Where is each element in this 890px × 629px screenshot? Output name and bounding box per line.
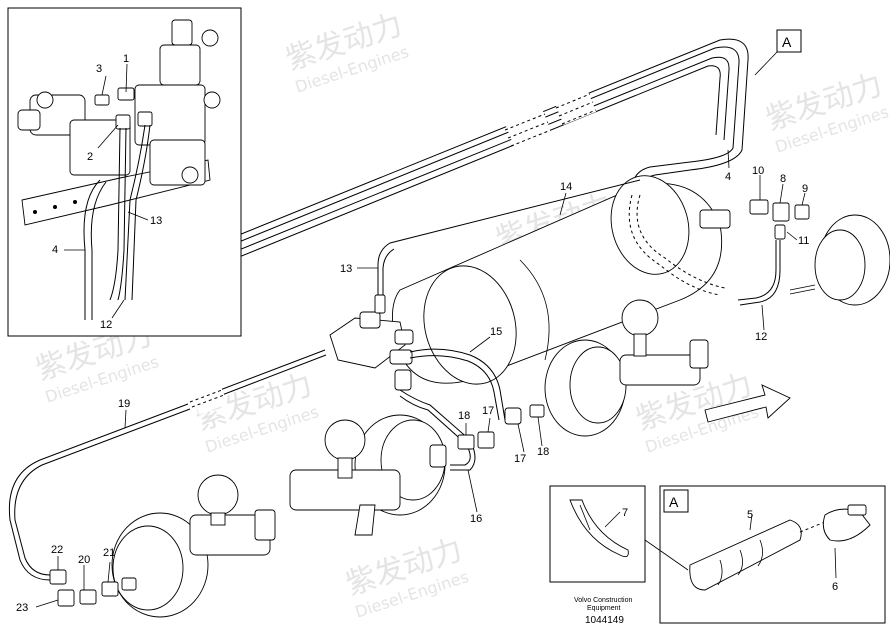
part-label-17: 17: [482, 405, 494, 417]
part-label-3: 3: [96, 63, 102, 75]
part-labels: 1 2 3 4 4 5 6 7 8 9 10 11 12 12 13 13 14…: [16, 53, 838, 614]
protection-valve: [329, 179, 641, 391]
part-label-2: 2: [87, 151, 93, 163]
part-label-16: 16: [470, 513, 482, 525]
part-label-7: 7: [622, 507, 628, 519]
part-label-4: 4: [725, 171, 731, 183]
air-tank: [391, 175, 731, 385]
detail-callout-a: A: [754, 29, 802, 76]
part-label-23: 23: [16, 602, 28, 614]
watermark: 紫发动力 Diesel-Engines: [192, 367, 321, 456]
part-label-12: 12: [100, 319, 112, 331]
document-number: 1044149: [585, 615, 624, 626]
pipes-lower: [8, 348, 545, 607]
part-label-18: 18: [537, 446, 549, 458]
caption-line-2: Equipment: [587, 605, 621, 612]
part-label-17: 17: [514, 453, 526, 465]
part-label-12: 12: [755, 331, 767, 343]
part-label-5: 5: [747, 509, 753, 521]
part-label-13: 13: [340, 263, 352, 275]
part-label-9: 9: [802, 183, 808, 195]
inset-detail-a: A: [549, 485, 886, 624]
part-label-4: 4: [52, 244, 58, 256]
direction-arrow: [704, 384, 791, 423]
part-label-18: 18: [458, 410, 470, 422]
watermark: 紫发动力 Diesel-Engines: [282, 7, 411, 96]
callout-letter: A: [782, 34, 792, 50]
part-label-1: 1: [123, 53, 129, 65]
brake-chamber-left: [111, 474, 276, 618]
watermark: 紫发动力 Diesel-Engines: [762, 67, 890, 156]
part-label-8: 8: [780, 173, 786, 185]
inset-callout-letter: A: [669, 494, 679, 510]
caption-line-1: Volvo Construction: [574, 597, 632, 604]
brake-chamber-mid-right: [544, 299, 709, 437]
leader-lines: [35, 63, 837, 608]
part-label-15: 15: [490, 326, 502, 338]
part-label-11: 11: [798, 235, 809, 247]
watermark: 紫发动力 Diesel-Engines: [342, 532, 471, 621]
inset-valve-detail: [7, 7, 242, 337]
part-label-21: 21: [103, 547, 115, 559]
part-label-14: 14: [560, 181, 572, 193]
document-caption: Volvo Construction Equipment 1044149: [574, 597, 632, 626]
part-label-10: 10: [752, 165, 764, 177]
brake-chamber-far: [737, 199, 890, 306]
part-label-6: 6: [832, 581, 838, 593]
part-label-13: 13: [150, 215, 162, 227]
brake-chamber-mid-left: [289, 414, 447, 536]
part-label-20: 20: [78, 554, 90, 566]
part-label-19: 19: [118, 398, 130, 410]
part-label-22: 22: [51, 544, 63, 556]
